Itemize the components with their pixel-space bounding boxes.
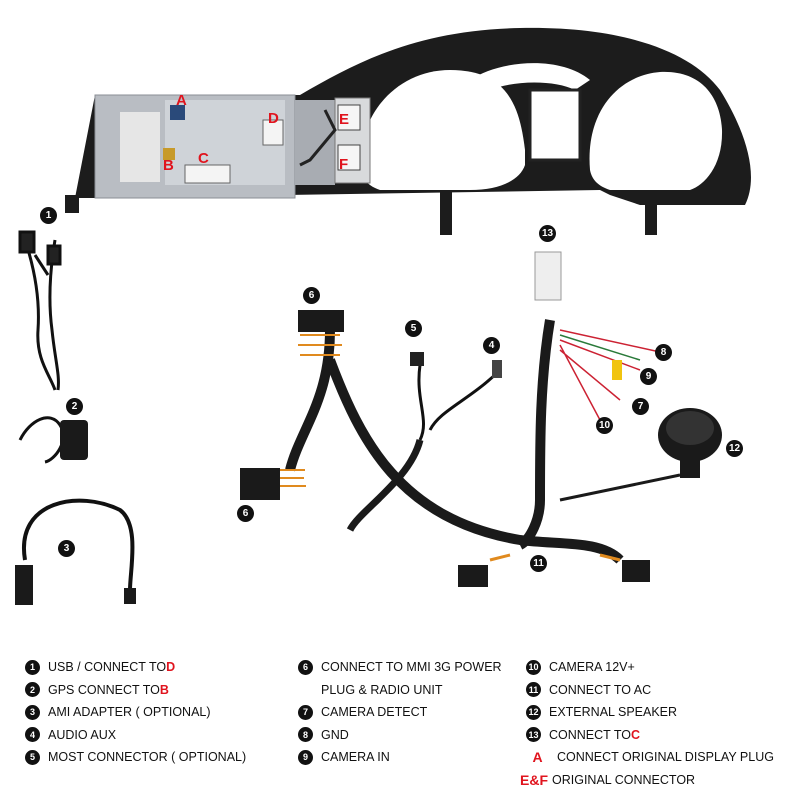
callout-6-bottom: 6 xyxy=(237,505,254,522)
gps-antenna xyxy=(18,416,88,464)
legend-ref: D xyxy=(166,660,176,675)
legend-text: CONNECT TO xyxy=(549,727,631,742)
callout-8: 8 xyxy=(655,344,672,361)
legend-item-11: 11 CONNECT TO AC xyxy=(526,679,774,702)
legend-col-2: 6 CONNECT TO MMI 3G POWER PLUG & RADIO U… xyxy=(298,656,502,769)
legend-item-2: 2 GPS CONNECT TO B xyxy=(25,679,246,702)
legend-item-10: 10 CAMERA 12V+ xyxy=(526,656,774,679)
legend-text: GND xyxy=(321,727,349,742)
callout-12: 12 xyxy=(726,440,743,457)
legend-letter: E&F xyxy=(520,771,548,788)
legend-item-5: 5 MOST CONNECTOR ( OPTIONAL) xyxy=(25,746,246,769)
legend-badge: 4 xyxy=(25,727,40,743)
legend-item-13: 13 CONNECT TO C xyxy=(526,724,774,747)
legend-item-6: 6 CONNECT TO MMI 3G POWER xyxy=(298,656,502,679)
legend-item-3: 3 AMI ADAPTER ( OPTIONAL) xyxy=(25,701,246,724)
callout-9: 9 xyxy=(640,368,657,385)
legend-text: AUDIO AUX xyxy=(48,727,117,742)
legend-text: AMI ADAPTER ( OPTIONAL) xyxy=(48,705,211,720)
callout-4: 4 xyxy=(483,337,500,354)
product-photo xyxy=(15,27,751,605)
legend-col-3: 10 CAMERA 12V+ 11 CONNECT TO AC 12 EXTER… xyxy=(520,656,774,791)
callout-1: 1 xyxy=(40,207,57,224)
legend-item-7: 7 CAMERA DETECT xyxy=(298,701,502,724)
legend-text: CAMERA 12V+ xyxy=(549,660,635,675)
label-f: F xyxy=(339,156,349,173)
legend-badge: 7 xyxy=(298,704,313,720)
legend-text: CONNECT TO AC xyxy=(549,682,652,697)
product-diagram: A B C D E F 1 2 3 4 5 6 6 7 8 9 10 11 12… xyxy=(15,27,751,605)
legend-item-8: 8 GND xyxy=(298,724,502,747)
callout-10: 10 xyxy=(596,417,613,434)
legend-item-9: 9 CAMERA IN xyxy=(298,746,502,769)
legend-badge: 6 xyxy=(298,659,313,675)
legend-text: PLUG & RADIO UNIT xyxy=(321,682,443,697)
legend-badge: 2 xyxy=(25,682,40,698)
legend-badge: 12 xyxy=(526,704,541,720)
legend-text: CAMERA DETECT xyxy=(321,705,428,720)
head-unit xyxy=(94,94,371,199)
label-e: E xyxy=(339,111,350,128)
legend-item-a: A CONNECT ORIGINAL DISPLAY PLUG xyxy=(526,746,774,769)
most-cable xyxy=(410,352,425,441)
legend-item-ef: E&F ORIGINAL CONNECTOR xyxy=(518,769,774,792)
legend-col-1: 1 USB / CONNECT TO D 2 GPS CONNECT TO B … xyxy=(25,656,246,769)
legend-letter: A xyxy=(532,749,543,766)
legend-text: CONNECT ORIGINAL DISPLAY PLUG xyxy=(557,750,774,765)
label-b: B xyxy=(163,157,174,174)
legend-badge: 10 xyxy=(526,659,541,675)
legend-badge: 1 xyxy=(25,659,40,675)
legend-text: ORIGINAL CONNECTOR xyxy=(552,772,696,787)
legend-item-4: 4 AUDIO AUX xyxy=(25,724,246,747)
legend-text: CAMERA IN xyxy=(321,750,390,765)
aux-cable xyxy=(428,360,502,431)
main-harness xyxy=(268,319,681,564)
legend-badge: 8 xyxy=(298,727,313,743)
external-speaker xyxy=(658,408,722,478)
label-a: A xyxy=(176,92,187,109)
legend-text: GPS CONNECT TO xyxy=(48,682,160,697)
callout-6-top: 6 xyxy=(303,287,320,304)
legend-badge: 9 xyxy=(298,749,313,765)
legend-text: USB / CONNECT TO xyxy=(48,660,167,675)
legend-text: MOST CONNECTOR ( OPTIONAL) xyxy=(48,750,247,765)
legend-item-12: 12 EXTERNAL SPEAKER xyxy=(526,701,774,724)
callout-7: 7 xyxy=(632,398,649,415)
legend-text: EXTERNAL SPEAKER xyxy=(549,705,678,720)
legend-badge: 3 xyxy=(25,704,40,720)
legend-ref: B xyxy=(159,682,169,697)
usb-cable xyxy=(18,230,62,391)
callout-2: 2 xyxy=(66,398,83,415)
callout-5: 5 xyxy=(405,320,422,337)
label-c: C xyxy=(198,150,209,167)
ami-adapter xyxy=(15,498,136,605)
callout-11: 11 xyxy=(530,555,547,572)
callout-13: 13 xyxy=(539,225,556,242)
legend-item-6-cont: PLUG & RADIO UNIT xyxy=(298,679,502,702)
legend-badge: 11 xyxy=(526,682,541,698)
legend-text: CONNECT TO MMI 3G POWER xyxy=(321,660,502,675)
callout-3: 3 xyxy=(58,540,75,557)
legend-ref: C xyxy=(630,727,640,742)
harness-connectors xyxy=(240,251,650,587)
legend-badge: 5 xyxy=(25,749,40,765)
label-d: D xyxy=(268,110,279,127)
legend-item-1: 1 USB / CONNECT TO D xyxy=(25,656,246,679)
legend-badge: 13 xyxy=(526,727,541,743)
